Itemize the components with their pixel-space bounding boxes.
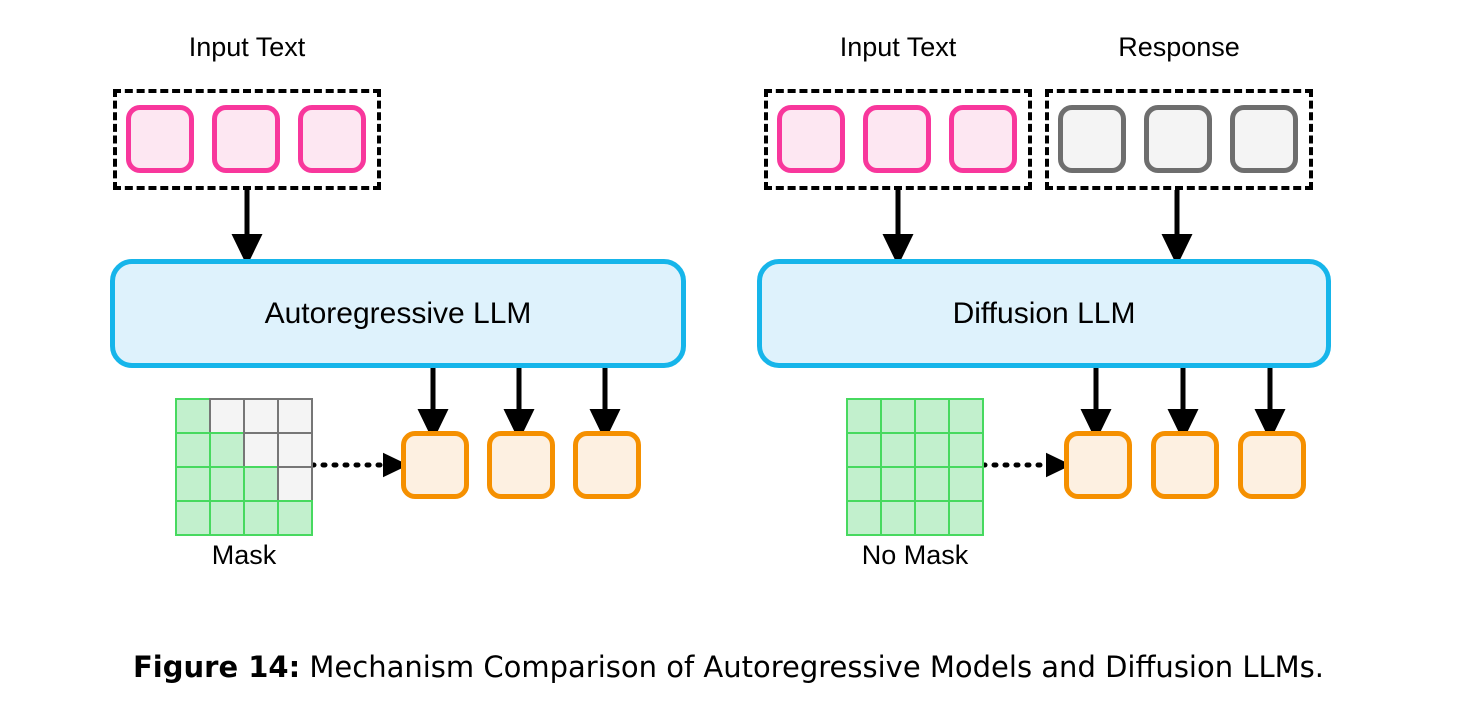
mask-cell bbox=[914, 500, 950, 536]
mask-label-left: Mask bbox=[211, 540, 277, 570]
input-text-group-left bbox=[113, 89, 381, 190]
mask-cell bbox=[175, 466, 211, 502]
figure-caption: Figure 14: Mechanism Comparison of Autor… bbox=[0, 650, 1457, 684]
input-token-left-3[interactable] bbox=[298, 105, 366, 173]
mask-cell bbox=[243, 466, 279, 502]
mask-cell bbox=[948, 398, 984, 434]
input-text-label-left: Input Text bbox=[188, 32, 306, 62]
mask-cell bbox=[846, 466, 882, 502]
mask-cell bbox=[175, 432, 211, 468]
mask-cell bbox=[209, 398, 245, 434]
mask-cell bbox=[948, 500, 984, 536]
mask-cell bbox=[880, 500, 916, 536]
mask-cell bbox=[175, 398, 211, 434]
input-token-right-3[interactable] bbox=[949, 105, 1017, 173]
input-token-right-1[interactable] bbox=[777, 105, 845, 173]
input-token-right-2[interactable] bbox=[863, 105, 931, 173]
mask-cell bbox=[948, 466, 984, 502]
mask-cell bbox=[209, 466, 245, 502]
output-token-left-1[interactable] bbox=[401, 431, 469, 499]
response-group-right bbox=[1045, 89, 1313, 190]
mask-grid-right bbox=[846, 398, 984, 536]
diffusion-llm-label: Diffusion LLM bbox=[952, 296, 1136, 330]
mask-cell bbox=[846, 398, 882, 434]
mask-cell bbox=[914, 398, 950, 434]
figure-caption-prefix: Figure 14: bbox=[133, 650, 301, 684]
mask-cell bbox=[846, 432, 882, 468]
output-token-left-2[interactable] bbox=[487, 431, 555, 499]
autoregressive-llm-label: Autoregressive LLM bbox=[264, 296, 532, 330]
mask-cell bbox=[948, 432, 984, 468]
response-token-right-2[interactable] bbox=[1144, 105, 1212, 173]
response-token-right-1[interactable] bbox=[1058, 105, 1126, 173]
mask-cell bbox=[880, 466, 916, 502]
mask-cell bbox=[243, 500, 279, 536]
mask-cell bbox=[880, 398, 916, 434]
diffusion-llm-box[interactable]: Diffusion LLM bbox=[757, 259, 1331, 368]
autoregressive-llm-box[interactable]: Autoregressive LLM bbox=[110, 259, 686, 368]
mask-label-right: No Mask bbox=[861, 540, 969, 570]
mask-cell bbox=[277, 500, 313, 536]
figure-caption-text: Mechanism Comparison of Autoregressive M… bbox=[309, 650, 1324, 684]
mask-cell bbox=[277, 466, 313, 502]
mask-cell bbox=[880, 432, 916, 468]
input-text-label-right: Input Text bbox=[839, 32, 957, 62]
mask-cell bbox=[914, 432, 950, 468]
mask-cell bbox=[277, 432, 313, 468]
mask-cell bbox=[243, 398, 279, 434]
mask-cell bbox=[209, 432, 245, 468]
mask-cell bbox=[846, 500, 882, 536]
mask-cell bbox=[243, 432, 279, 468]
input-token-left-1[interactable] bbox=[126, 105, 194, 173]
mask-cell bbox=[277, 398, 313, 434]
output-token-right-3[interactable] bbox=[1238, 431, 1306, 499]
response-token-right-3[interactable] bbox=[1230, 105, 1298, 173]
output-token-right-1[interactable] bbox=[1064, 431, 1132, 499]
output-token-left-3[interactable] bbox=[573, 431, 641, 499]
input-token-left-2[interactable] bbox=[212, 105, 280, 173]
response-label-right: Response bbox=[1118, 32, 1240, 62]
mask-cell bbox=[175, 500, 211, 536]
output-token-right-2[interactable] bbox=[1151, 431, 1219, 499]
mask-grid-left bbox=[175, 398, 313, 536]
input-text-group-right bbox=[764, 89, 1032, 190]
mask-cell bbox=[209, 500, 245, 536]
mask-cell bbox=[914, 466, 950, 502]
